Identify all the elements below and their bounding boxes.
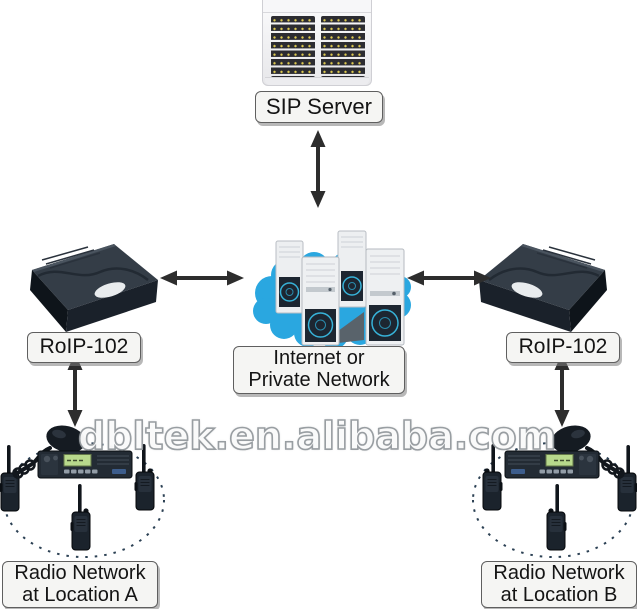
server-top-panel [263,0,371,13]
two-way-radios-icon [0,418,168,564]
sip-server-label: SIP Server [255,91,383,123]
computer-towers [275,230,405,346]
handheld-radio-icon [70,483,91,551]
roip-left-label: RoIP-102 [27,332,141,363]
device-logo-oval [511,282,543,298]
radio-network-a-line1: Radio Network [14,561,146,584]
internet-label-line1: Internet or [273,347,365,370]
double-arrow-icon [310,130,326,208]
internet-label: Internet or Private Network [233,346,405,394]
voip-gateway-device-icon [477,238,635,336]
radio-network-a-line2: at Location A [22,583,138,606]
internet-label-line2: Private Network [248,369,390,391]
two-way-radios-icon [469,418,637,564]
arrow-sip-internet [310,130,326,213]
roip-right-label: RoIP-102 [506,332,620,363]
double-arrow-icon [160,270,244,286]
roip-left-label-text: RoIP-102 [39,335,129,359]
watermark-text: dbltek.en.alibaba.com [77,413,557,459]
mobile-radio-icon [12,425,133,479]
device-logo-oval [94,282,126,298]
radio-network-b-label: Radio Network at Location B [481,561,637,608]
server-rack-icon [262,0,372,86]
roip-right-label-text: RoIP-102 [518,335,608,359]
radio-network-a-label: Radio Network at Location A [2,561,158,608]
handheld-radio-icon [546,483,567,551]
arrow-internet-roip-right [407,270,491,291]
arrow-roip-left-internet [160,270,244,291]
radio-network-b-line2: at Location B [500,583,618,606]
server-base [265,77,369,85]
double-arrow-icon [554,353,570,427]
mobile-radio-icon [504,425,625,479]
double-arrow-icon [407,270,491,286]
server-units-left-column [271,16,315,77]
sip-server-label-text: SIP Server [266,94,372,120]
cloud-computers-icon [250,213,414,354]
radio-network-b-line1: Radio Network [493,561,625,584]
arrow-roip-right-radio-b [554,353,570,432]
voip-gateway-device-icon [2,238,160,336]
server-units-right-column [321,16,365,77]
